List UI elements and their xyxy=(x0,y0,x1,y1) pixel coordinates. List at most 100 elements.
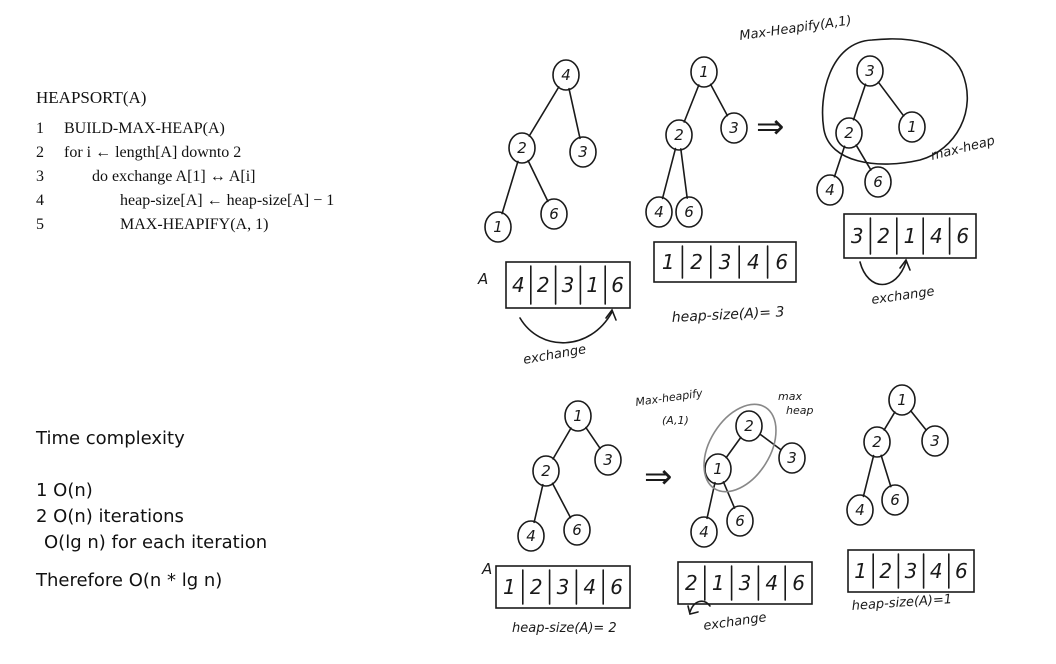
tree-node-circle xyxy=(864,166,892,198)
tree-node-value: 4 xyxy=(699,523,709,541)
line-text: do exchange A[1] ↔ A[i] xyxy=(92,168,256,185)
tree-node-circle xyxy=(484,211,512,243)
label-array-a-1: A xyxy=(477,270,488,288)
tree-node-circle xyxy=(665,119,693,151)
tree-node-circle xyxy=(863,426,891,458)
array-cell-value: 6 xyxy=(955,559,968,583)
array-cell-value: 2 xyxy=(537,273,550,297)
array-box xyxy=(495,565,631,609)
tree-node-circle xyxy=(816,174,844,206)
exchange-arrowhead-2 xyxy=(899,258,911,271)
array-cell-value: 3 xyxy=(562,273,575,297)
exchange-arrowhead-1 xyxy=(605,308,617,321)
label-exchange-3: exchange xyxy=(702,610,767,634)
array-cell-value: 4 xyxy=(583,575,596,599)
tree-edge xyxy=(528,86,560,137)
array-cell-value: 4 xyxy=(765,571,778,595)
array-box xyxy=(847,549,975,593)
tree-edge xyxy=(880,454,892,488)
complexity-line-3: O(lg n) for each iteration xyxy=(44,532,268,553)
tree-node-value: 6 xyxy=(684,203,694,221)
tree-node-value: 6 xyxy=(549,205,559,223)
tree-edge xyxy=(883,411,896,431)
tree-node-value: 3 xyxy=(865,62,875,80)
label-max-heapify-bottom-2: (A,1) xyxy=(662,414,689,427)
tree-edge xyxy=(551,482,572,519)
label-max-heap-bottom-1: max xyxy=(778,390,802,403)
array-cell-value: 2 xyxy=(685,571,698,595)
complexity-line-2: 2 O(n) iterations xyxy=(36,506,184,527)
array-cell-value: 4 xyxy=(930,559,943,583)
complexity-conclusion: Therefore O(n * lg n) xyxy=(36,570,223,591)
array-cell-value: 2 xyxy=(877,224,890,248)
complexity-title: Time complexity xyxy=(36,428,185,449)
label-max-heapify-top: Max-Heapify(A,1) xyxy=(738,13,852,44)
tree-node-value: 1 xyxy=(713,460,723,478)
tree-node-value: 2 xyxy=(517,139,527,157)
array-cell-value: 6 xyxy=(775,250,788,274)
array-cell-value: 3 xyxy=(851,224,864,248)
tree-node-circle xyxy=(552,59,580,91)
tree-edge xyxy=(909,410,928,431)
tree-edge xyxy=(759,433,782,451)
array-cell-value: 3 xyxy=(739,571,752,595)
array-cell-value: 2 xyxy=(530,575,543,599)
tree-node-circle xyxy=(888,384,916,416)
tree-node-circle xyxy=(835,117,863,149)
implies-arrow-bottom: ⇒ xyxy=(644,457,673,497)
line-number: 1 xyxy=(36,120,44,137)
tree-node-value: 1 xyxy=(699,63,709,81)
implies-arrow-top: ⇒ xyxy=(756,107,785,147)
tree-edge xyxy=(852,83,867,121)
line-text: for i ← length[A] downto 2 xyxy=(64,144,242,161)
max-heap-outline-top xyxy=(821,38,969,165)
tree-edge xyxy=(725,436,742,459)
line-number: 5 xyxy=(36,216,44,233)
array-cell-value: 2 xyxy=(879,559,892,583)
array-cell-value: 4 xyxy=(747,250,760,274)
tree-edge xyxy=(877,81,905,117)
tree-node-circle xyxy=(563,514,591,546)
array-cell-value: 4 xyxy=(512,273,525,297)
array-cell-value: 1 xyxy=(904,224,917,248)
tree-edge xyxy=(683,84,700,123)
tree-node-circle xyxy=(690,56,718,88)
tree-node-value: 3 xyxy=(729,119,739,137)
label-max-heap-top: max-heap xyxy=(929,133,996,163)
exchange-arrow-1 xyxy=(519,311,613,344)
line-text: heap-size[A] ← heap-size[A] − 1 xyxy=(120,192,335,209)
algorithm-line-2: 2 for i ← length[A] downto 2 xyxy=(36,144,241,162)
array-cell-value: 6 xyxy=(610,575,623,599)
array-cell-value: 4 xyxy=(930,224,943,248)
tree-node-circle xyxy=(735,410,763,442)
tree-node-circle xyxy=(540,198,568,230)
array-cell-value: 2 xyxy=(690,250,703,274)
tree-node-circle xyxy=(645,196,673,228)
array-cell-value: 3 xyxy=(905,559,918,583)
tree-node-circle xyxy=(778,442,806,474)
line-number: 2 xyxy=(36,144,44,161)
tree-node-value: 1 xyxy=(493,218,503,236)
label-heap-size-3: heap-size(A)= 3 xyxy=(671,304,784,326)
array-box xyxy=(677,561,813,605)
tree-edge xyxy=(833,145,846,178)
tree-node-circle xyxy=(508,132,536,164)
tree-node-circle xyxy=(564,400,592,432)
tree-edge xyxy=(568,87,581,140)
tree-node-value: 4 xyxy=(855,501,865,519)
line-text: BUILD-MAX-HEAP(A) xyxy=(64,120,225,137)
tree-edge xyxy=(722,481,736,509)
tree-node-circle xyxy=(726,505,754,537)
tree-node-circle xyxy=(569,136,597,168)
